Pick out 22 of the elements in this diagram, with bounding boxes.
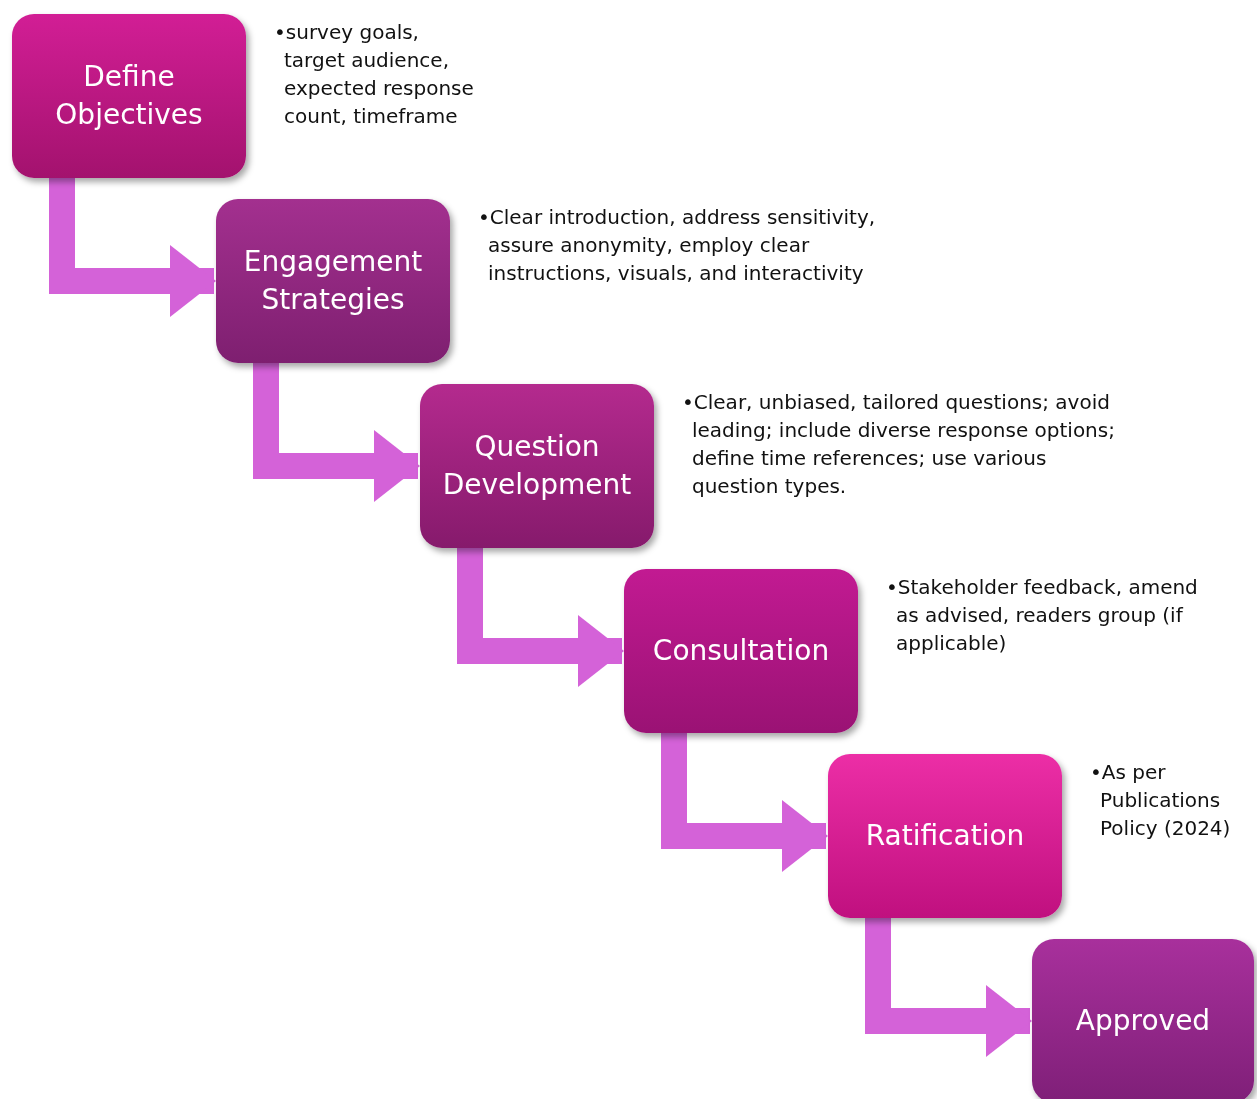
- bullet-note: •Stakeholder feedback, amend as advised, readers group (if applicable): [886, 574, 1199, 657]
- step-label: Question Development: [441, 429, 633, 503]
- step-box: [624, 569, 858, 733]
- bent-arrow: [457, 548, 624, 687]
- bent-arrow: [865, 918, 1032, 1057]
- step-label: Define Objectives: [54, 59, 204, 133]
- step-box: [1032, 939, 1254, 1099]
- step-box: [216, 199, 450, 363]
- step-label: Consultation: [651, 633, 831, 670]
- bullet-note: •Clear introduction, address sensitivity, assure anonymity, employ clear instructions, visuals, and interactivity: [478, 204, 877, 287]
- step-box: [420, 384, 654, 548]
- step-box: [828, 754, 1062, 918]
- bent-arrow: [49, 178, 216, 317]
- bent-arrow: [253, 363, 420, 502]
- step-label: Engagement Strategies: [242, 244, 424, 318]
- step-label: Approved: [1074, 1003, 1212, 1040]
- step-label: Ratification: [864, 818, 1026, 855]
- step-box: [12, 14, 246, 178]
- bullet-note: •survey goals, target audience, expected response count, timeframe: [274, 19, 474, 130]
- bullet-note: •Clear, unbiased, tailored questions; avoid leading; include diverse response options; define time references; use various question types.: [682, 389, 1116, 500]
- bullet-note: •As per Publications Policy (2024): [1090, 759, 1232, 842]
- bent-arrow: [661, 733, 828, 872]
